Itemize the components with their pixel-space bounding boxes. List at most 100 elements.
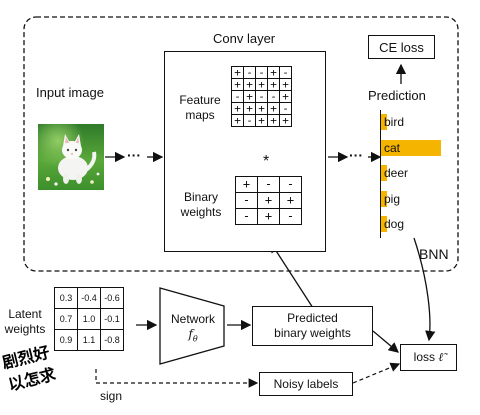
predicted-binary-weights-line2: binary weights bbox=[274, 326, 351, 340]
prediction-bar bbox=[381, 114, 387, 130]
prediction-class-label: cat bbox=[384, 140, 401, 155]
feature-map-cell: + bbox=[255, 114, 268, 127]
binary-weight-row: -+- bbox=[235, 208, 302, 225]
binary-weight-cell: + bbox=[279, 192, 302, 209]
feature-map-cell: - bbox=[255, 66, 268, 79]
prediction-label: Prediction bbox=[368, 88, 426, 103]
feature-map-cell: + bbox=[279, 90, 292, 103]
feature-map-cell: + bbox=[279, 114, 292, 127]
binary-weights-grid: +---++-+- bbox=[235, 176, 302, 225]
loss-text: loss bbox=[413, 350, 435, 364]
binary-weight-cell: + bbox=[257, 208, 280, 225]
binary-weight-cell: - bbox=[257, 176, 280, 193]
latent-weight-cell: -0.1 bbox=[100, 308, 124, 330]
feature-map-cell: + bbox=[243, 90, 256, 103]
feature-map-row: ++++- bbox=[231, 102, 292, 115]
feature-map-cell: + bbox=[267, 114, 280, 127]
latent-weight-cell: 1.0 bbox=[77, 308, 101, 330]
feature-map-row: +++++ bbox=[231, 78, 292, 91]
feature-map-row: -+--+ bbox=[231, 90, 292, 103]
sign-label: sign bbox=[100, 389, 123, 403]
prediction-class-label: bird bbox=[384, 115, 405, 129]
conv-layer-title: Conv layer bbox=[213, 31, 276, 46]
feature-map-cell: + bbox=[231, 78, 244, 91]
feature-map-cell: - bbox=[279, 66, 292, 79]
ellipsis-right: ··· bbox=[349, 147, 363, 163]
predicted-binary-weights-box: Predicted binary weights bbox=[252, 306, 373, 346]
network-shape bbox=[159, 287, 225, 365]
network-label: Network fθ bbox=[166, 312, 220, 346]
binary-weight-cell: - bbox=[235, 192, 258, 209]
latent-weights-label-line2: weights bbox=[4, 322, 46, 336]
feature-map-cell: - bbox=[243, 114, 256, 127]
feature-map-cell: + bbox=[279, 78, 292, 91]
latent-weight-cell: -0.8 bbox=[100, 329, 124, 351]
network-symbol-f: f bbox=[188, 327, 193, 341]
feature-map-row: +-+++ bbox=[231, 114, 292, 127]
input-cat-image bbox=[38, 124, 104, 190]
arrow-pred-to-loss bbox=[413, 237, 436, 342]
feature-map-cell: + bbox=[267, 102, 280, 115]
latent-weight-row: 0.3-0.4-0.6 bbox=[54, 287, 124, 309]
binary-weight-row: -++ bbox=[235, 192, 302, 209]
input-image-label: Input image bbox=[36, 85, 104, 100]
feature-map-cell: + bbox=[267, 78, 280, 91]
binary-weights-label: Binary weights bbox=[174, 190, 228, 220]
feature-map-cell: + bbox=[255, 78, 268, 91]
feature-map-cell: - bbox=[267, 90, 280, 103]
feature-map-cell: + bbox=[255, 102, 268, 115]
binary-weights-label-line1: Binary bbox=[183, 190, 218, 204]
binary-weight-cell: - bbox=[235, 208, 258, 225]
feature-map-cell: + bbox=[231, 102, 244, 115]
bnn-label: BNN bbox=[419, 246, 449, 262]
prediction-class-label: deer bbox=[384, 166, 409, 180]
feature-maps-grid: +--+-+++++-+--+++++-+-+++ bbox=[231, 66, 292, 127]
prediction-bar bbox=[381, 216, 387, 232]
arrow-sign-path bbox=[95, 369, 259, 388]
feature-map-row: +--+- bbox=[231, 66, 292, 79]
latent-weight-cell: 1.1 bbox=[77, 329, 101, 351]
latent-weight-cell: 0.9 bbox=[54, 329, 78, 351]
feature-map-cell: + bbox=[243, 102, 256, 115]
latent-weights-label: Latent weights bbox=[0, 307, 50, 337]
feature-map-cell: - bbox=[255, 90, 268, 103]
binary-weight-cell: - bbox=[279, 176, 302, 193]
loss-symbol: ℓ̃ bbox=[438, 350, 444, 364]
predicted-binary-weights-line1: Predicted bbox=[287, 311, 338, 325]
prediction-class-label: dog bbox=[384, 217, 405, 231]
loss-box: loss ℓ̃ bbox=[400, 344, 457, 371]
bnn-dashed-outline bbox=[23, 16, 459, 272]
feature-map-cell: + bbox=[231, 114, 244, 127]
latent-weight-cell: 0.7 bbox=[54, 308, 78, 330]
binary-weight-cell: + bbox=[257, 192, 280, 209]
feature-map-cell: - bbox=[243, 66, 256, 79]
feature-map-cell: + bbox=[267, 66, 280, 79]
arrow-noisy-to-loss bbox=[352, 362, 401, 384]
prediction-class-label: pig bbox=[384, 191, 401, 206]
binary-weight-cell: + bbox=[235, 176, 258, 193]
network-symbol: fθ bbox=[166, 327, 220, 346]
conv-operator: * bbox=[263, 153, 270, 170]
latent-weight-cell: -0.4 bbox=[77, 287, 101, 309]
noisy-labels-box: Noisy labels bbox=[259, 372, 353, 396]
feature-maps-label-line2: maps bbox=[185, 108, 215, 122]
feature-maps-label: Feature maps bbox=[172, 93, 228, 123]
prediction-bar bbox=[381, 190, 387, 207]
binary-weight-row: +-- bbox=[235, 176, 302, 193]
network-label-text: Network bbox=[170, 312, 215, 326]
cat-photo-icon bbox=[38, 124, 104, 190]
latent-weight-cell: 0.3 bbox=[54, 287, 78, 309]
latent-weight-cell: -0.6 bbox=[100, 287, 124, 309]
prediction-chart: bird cat deer pig dog bbox=[380, 110, 451, 238]
ellipsis-left: ··· bbox=[127, 147, 141, 163]
latent-weights-label-line1: Latent bbox=[8, 307, 42, 321]
binary-weights-label-line2: weights bbox=[180, 205, 222, 219]
feature-maps-label-line1: Feature bbox=[179, 93, 221, 107]
arrow-pbw-to-bw bbox=[270, 241, 314, 309]
feature-map-cell: + bbox=[243, 78, 256, 91]
binary-weight-cell: - bbox=[279, 208, 302, 225]
